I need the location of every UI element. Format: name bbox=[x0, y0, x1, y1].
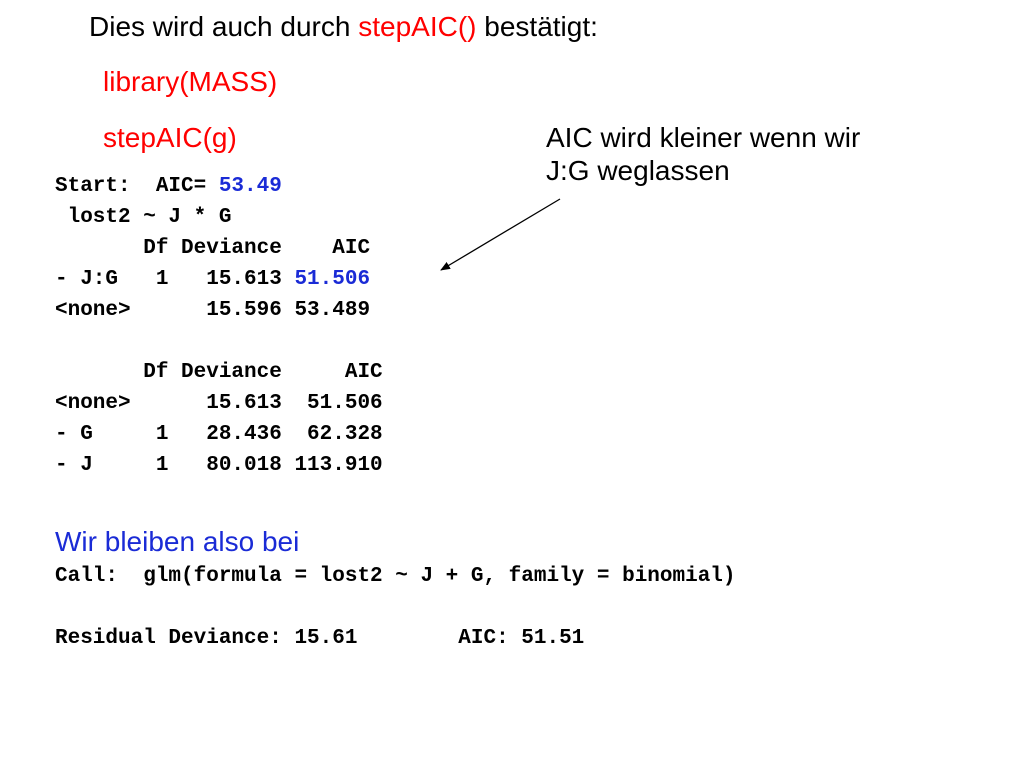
start-label: Start: AIC= bbox=[55, 175, 219, 198]
call-line: Call: glm(formula = lost2 ~ J + G, famil… bbox=[55, 565, 736, 588]
title-function-name: stepAIC() bbox=[358, 11, 477, 42]
conclusion-heading: Wir bleiben also bei bbox=[55, 526, 300, 557]
row-jg-aic: 51.506 bbox=[294, 268, 371, 291]
output-start-line: Start: AIC= 53.49 bbox=[55, 171, 383, 202]
annotation-note: AIC wird kleiner wenn wir J:G weglassen bbox=[546, 121, 860, 187]
summary-blank-line bbox=[55, 592, 736, 623]
annotation-line-2: J:G weglassen bbox=[546, 155, 730, 186]
residual-deviance-line: Residual Deviance: 15.61 AIC: 51.51 bbox=[55, 627, 585, 650]
output-row-j: - J 1 80.018 113.910 bbox=[55, 454, 383, 477]
stepaic-output: Start: AIC= 53.49 lost2 ~ J * G Df Devia… bbox=[55, 171, 383, 481]
output-table-header-1: Df Deviance AIC bbox=[55, 237, 371, 260]
code-stepaic-call: stepAIC(g) bbox=[103, 122, 237, 153]
final-model-summary: Call: glm(formula = lost2 ~ J + G, famil… bbox=[55, 561, 736, 654]
code-library-call: library(MASS) bbox=[103, 66, 278, 97]
output-row-none-1: <none> 15.596 53.489 bbox=[55, 299, 371, 322]
row-jg-prefix: - J:G 1 15.613 bbox=[55, 268, 295, 291]
arrow-line bbox=[440, 198, 561, 271]
output-row-g: - G 1 28.436 62.328 bbox=[55, 423, 383, 446]
output-row-none-2: <none> 15.613 51.506 bbox=[55, 392, 383, 415]
slide-title: Dies wird auch durch stepAIC() bestätigt… bbox=[89, 11, 598, 43]
output-row-jg: - J:G 1 15.613 51.506 bbox=[55, 264, 383, 295]
output-table-header-2: Df Deviance AIC bbox=[55, 361, 383, 384]
start-aic-value: 53.49 bbox=[218, 175, 282, 198]
annotation-line-1: AIC wird kleiner wenn wir bbox=[546, 122, 861, 153]
output-blank-line bbox=[55, 326, 383, 357]
title-prefix: Dies wird auch durch bbox=[89, 11, 359, 42]
output-formula-line: lost2 ~ J * G bbox=[55, 206, 232, 229]
title-suffix: bestätigt: bbox=[476, 11, 598, 42]
